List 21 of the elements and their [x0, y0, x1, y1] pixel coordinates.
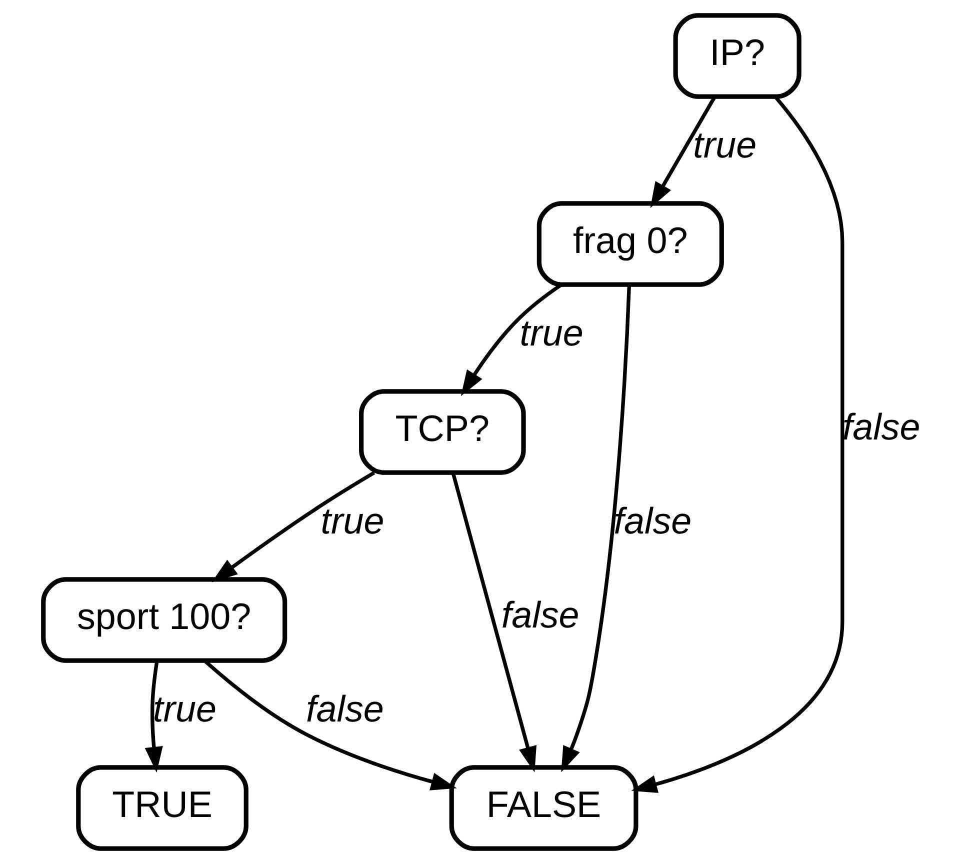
node-box: sport 100?: [41, 577, 288, 663]
edge-label: true: [520, 312, 584, 354]
arrow: [212, 471, 376, 582]
arrow: [144, 661, 163, 773]
arrow: [561, 284, 632, 772]
edge-label: false: [842, 406, 920, 448]
edge-label: true: [153, 688, 217, 730]
edge-label: true: [320, 500, 384, 542]
node-box: frag 0?: [536, 201, 724, 287]
node-box: TCP?: [359, 389, 526, 475]
node-box: FALSE: [449, 765, 638, 851]
arrow: [460, 283, 562, 396]
edge-label: false: [501, 594, 580, 636]
edge-label: false: [306, 688, 384, 730]
edge-label: true: [693, 124, 757, 166]
edge-label: false: [614, 500, 692, 542]
node-box: IP?: [673, 13, 802, 99]
arrow: [451, 472, 537, 772]
node-box: TRUE: [76, 765, 248, 851]
arrow: [631, 95, 844, 793]
arrow: [650, 96, 716, 208]
